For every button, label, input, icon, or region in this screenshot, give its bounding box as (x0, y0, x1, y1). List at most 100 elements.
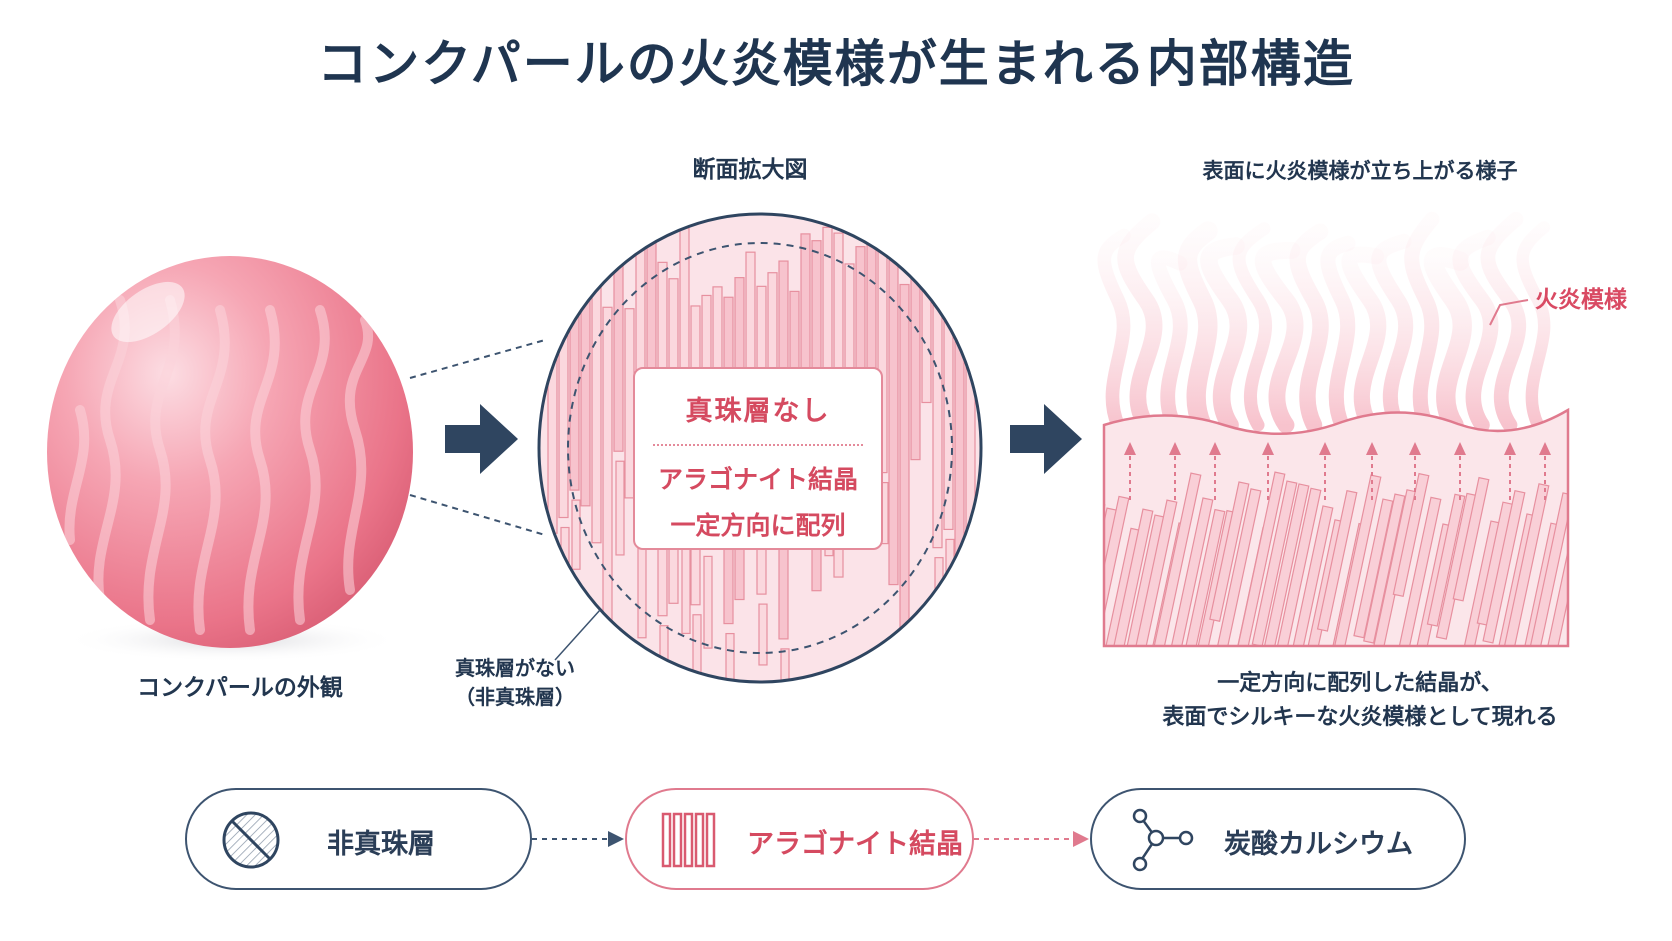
aragonite-crystal (613, 257, 624, 452)
block-crystals (1104, 471, 1568, 646)
pearl-appearance-label: コンクパールの外観 (137, 675, 343, 701)
cross-section-outline (537, 212, 983, 684)
up-arrow-icon (1124, 442, 1136, 455)
aragonite-crystal (758, 603, 768, 666)
flame-wisps (1097, 211, 1551, 435)
up-arrow-icon (1539, 442, 1551, 455)
block-crystal (1104, 508, 1154, 646)
aragonite-crystal (888, 260, 899, 586)
non-nacre-boundary (567, 242, 953, 654)
up-arrow-icon (1454, 442, 1466, 455)
up-arrow-icon (1319, 442, 1331, 455)
flame-wisp (1150, 250, 1188, 433)
aragonite-text: アラゴナイト結晶 (657, 465, 858, 494)
block-crystal (1392, 472, 1430, 598)
aragonite-crystal (591, 263, 602, 544)
flame-wisp (1289, 223, 1329, 434)
molecule-icon (1132, 808, 1194, 872)
block-crystal (1209, 481, 1250, 622)
cross-section-label: 断面拡大図 (692, 157, 808, 183)
block-crystal (1274, 505, 1334, 646)
block-crystal (1482, 489, 1526, 644)
legend-non-nacre-label: 非真珠層 (327, 829, 435, 860)
block-crystal (1104, 507, 1118, 646)
flame-label-pointer (1489, 299, 1529, 326)
aragonite-crystal (910, 226, 921, 461)
flame-wisp (1371, 233, 1414, 433)
flame-wisp (1097, 228, 1131, 432)
caption: 一定方向に配列した結晶が、 表面でシルキーな火炎模様として現れる (1080, 667, 1640, 735)
flame-wisp (1254, 242, 1304, 434)
info-divider (653, 444, 863, 446)
aragonite-crystal (822, 226, 833, 387)
block-crystal (1256, 483, 1310, 646)
flame-wisp (1516, 221, 1551, 432)
flame-pattern-label: 火炎模様 (1535, 287, 1627, 313)
block-crystal (1104, 495, 1130, 646)
flame-wisp (1200, 237, 1248, 434)
zoom-line-bottom (409, 494, 546, 536)
aragonite-crystal (780, 648, 790, 682)
no-nacre-title: 真珠層なし (685, 396, 831, 427)
caption-line1: 一定方向に配列した結晶が、 (1217, 671, 1503, 696)
up-arrow-icon (1169, 442, 1181, 455)
legend-aragonite-label: アラゴナイト結晶 (747, 829, 963, 860)
non-nacre-label: 真珠層がない （非真珠層） (400, 654, 630, 712)
flame-wisp (1320, 235, 1356, 433)
caption-line2: 表面でシルキーな火炎模様として現れる (1162, 705, 1558, 731)
block-crystal (1452, 476, 1490, 602)
block-crystal (1316, 489, 1358, 632)
hatched-circle-icon (222, 811, 280, 869)
legend-calcium-carbonate: 炭酸カルシウム (1090, 788, 1466, 890)
block-crystal (1164, 508, 1226, 646)
block-crystal (1266, 487, 1322, 646)
aragonite-crystal (967, 620, 977, 682)
block-crystal (1525, 517, 1568, 646)
pearl-flame-texture (64, 295, 374, 635)
flame-wisp (1423, 247, 1472, 435)
flame-wisp (1232, 222, 1273, 432)
aragonite-crystal (571, 499, 581, 570)
block-crystal (1212, 488, 1262, 646)
aragonite-crystal (615, 460, 625, 556)
block-crystal (1426, 493, 1466, 627)
growth-arrows (1124, 442, 1551, 500)
flame-wisp (1480, 211, 1527, 433)
aragonite-crystal (703, 555, 713, 649)
flame-wisp (1404, 211, 1440, 433)
zoom-line-top (409, 339, 546, 379)
aragonite-crystal (921, 236, 932, 404)
aragonite-crystal (569, 244, 580, 491)
crystal-block-outline (1102, 407, 1570, 648)
non-nacre-line2: （非真珠層） (455, 685, 575, 709)
aragonite-crystal (547, 269, 558, 534)
aragonite-crystal (560, 526, 570, 659)
legend-non-nacre: 非真珠層 (185, 788, 532, 890)
block-crystal (1147, 472, 1202, 646)
aragonite-crystal (956, 575, 966, 682)
flame-wisp (1341, 246, 1387, 434)
aragonite-crystal (725, 632, 735, 682)
aragonite-crystal (637, 534, 647, 639)
up-arrow-icon (1209, 442, 1221, 455)
block-crystal (1501, 483, 1550, 646)
flame-wisp (1117, 213, 1163, 434)
non-nacre-line1: 真珠層がない (455, 656, 575, 680)
block-crystal (1363, 493, 1406, 644)
up-arrow-icon (1409, 442, 1421, 455)
pearl-highlight (111, 281, 185, 343)
legend-aragonite: アラゴナイト結晶 (625, 788, 974, 890)
arrow-right-icon (445, 404, 518, 474)
block-crystal (1121, 499, 1178, 646)
crystal-bars-icon (661, 812, 716, 868)
block-crystal (1386, 496, 1442, 646)
orientation-text: 一定方向に配列 (670, 511, 846, 540)
aragonite-crystal (899, 283, 910, 650)
arrow-right-icon (1010, 404, 1082, 474)
legend-calcium-label: 炭酸カルシウム (1224, 829, 1413, 860)
flame-rising-label: 表面に火炎模様が立ち上がる様子 (1202, 159, 1518, 183)
block-crystal (1168, 497, 1214, 646)
up-arrow-icon (1504, 442, 1516, 455)
aragonite-crystal (558, 264, 569, 519)
flame-wisp (1452, 229, 1499, 433)
